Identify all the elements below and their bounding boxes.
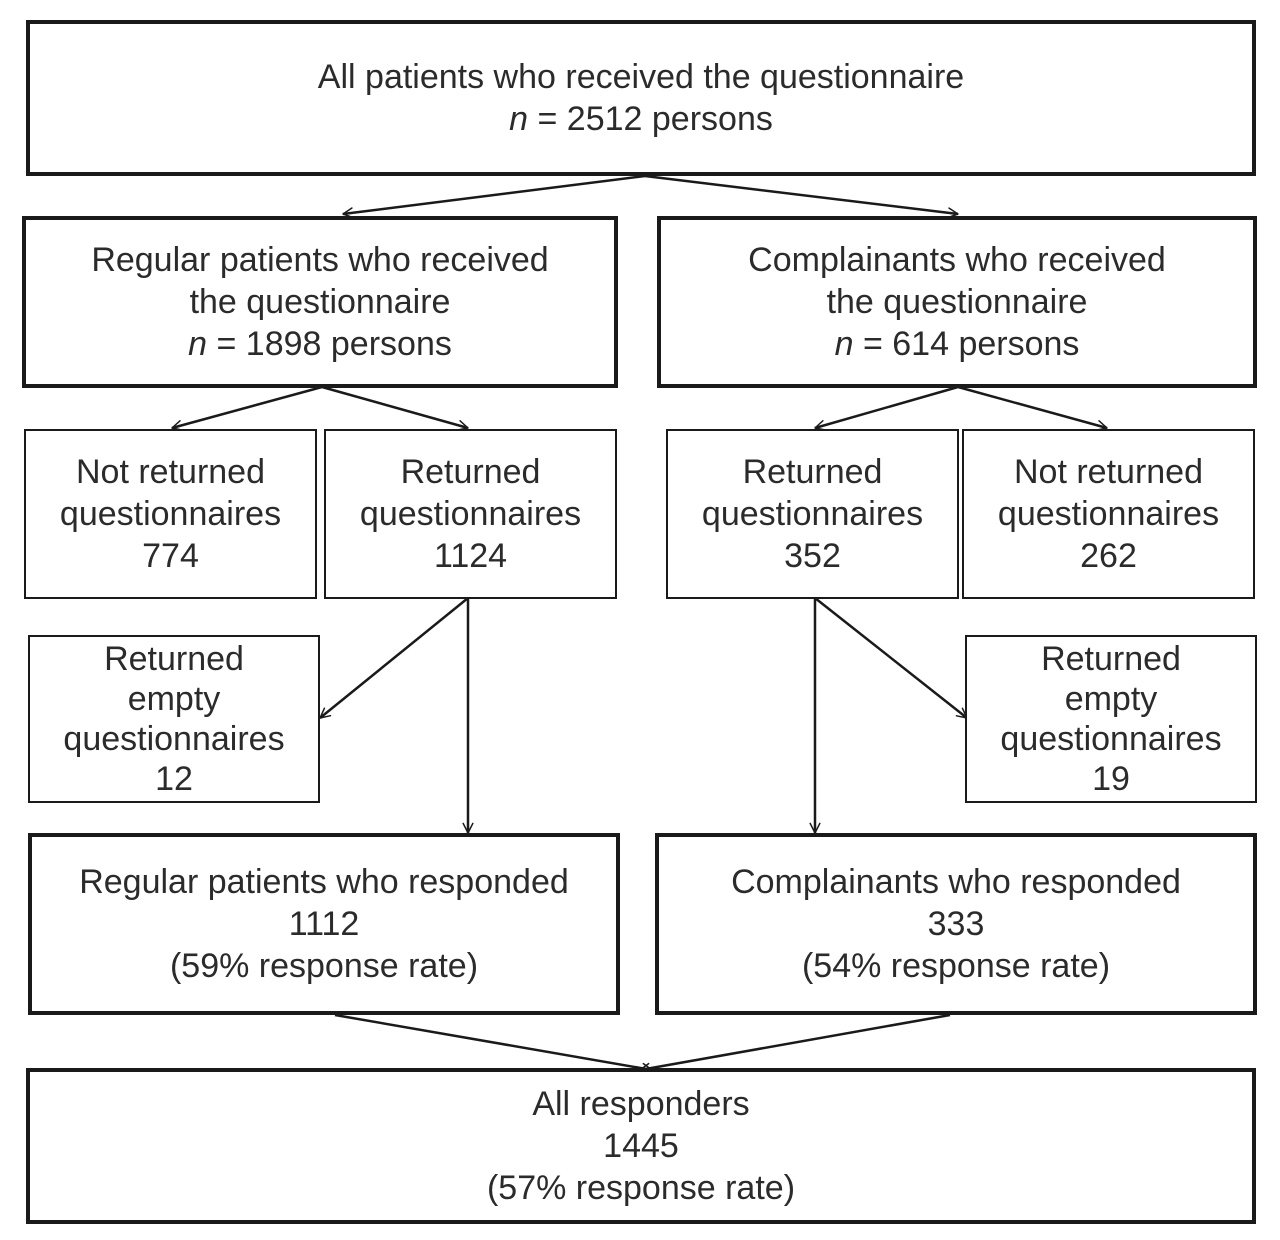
all-responders-box: All responders 1445 (57% response rate): [26, 1068, 1256, 1224]
arrow-complainants-to-returned: [814, 385, 959, 431]
complainants-empty-label-3: questionnaires: [1000, 720, 1222, 758]
complainants-responded-rate: (54% response rate): [801, 947, 1111, 985]
complainants-empty-box: Returned empty questionnaires 19: [965, 635, 1257, 803]
all-patients-box: All patients who received the questionna…: [26, 20, 1256, 176]
all-patients-count: n = 2512 persons: [509, 100, 773, 138]
all-responders-rate: (57% response rate): [486, 1169, 796, 1207]
complainants-returned-value: 352: [784, 537, 841, 575]
regular-patients-count: n = 1898 persons: [188, 325, 452, 363]
regular-not-returned-value: 774: [142, 537, 199, 575]
regular-patients-box: Regular patients who received the questi…: [22, 216, 618, 388]
complainants-empty-value: 19: [1092, 760, 1130, 798]
complainants-responded-box: Complainants who responded 333 (54% resp…: [655, 833, 1257, 1015]
complainants-returned-box: Returned questionnaires 352: [666, 429, 959, 599]
arrow-complainants-to-not-returned: [957, 385, 1108, 431]
arrow-top-to-complainants: [644, 174, 959, 219]
regular-not-returned-label-1: Not returned: [76, 453, 265, 491]
complainants-empty-label-1: Returned: [1041, 640, 1181, 678]
regular-responded-value: 1112: [288, 905, 360, 943]
complainants-responded-value: 333: [927, 905, 985, 943]
arrow-reg-returned-to-empty: [319, 597, 469, 719]
regular-returned-box: Returned questionnaires 1124: [324, 429, 617, 599]
complainants-returned-label-1: Returned: [742, 453, 883, 491]
regular-empty-label-1: Returned: [104, 640, 244, 678]
regular-responded-box: Regular patients who responded 1112 (59%…: [28, 833, 620, 1015]
all-responders-label: All responders: [532, 1085, 750, 1123]
arrow-regular-to-not-returned: [171, 385, 323, 431]
regular-empty-box: Returned empty questionnaires 12: [28, 635, 320, 803]
complainants-box: Complainants who received the questionna…: [657, 216, 1257, 388]
regular-empty-value: 12: [155, 760, 193, 798]
arrow-comp-responded-to-all: [639, 1013, 951, 1074]
regular-patients-label-1: Regular patients who received: [91, 241, 549, 279]
complainants-not-returned-label-1: Not returned: [1014, 453, 1203, 491]
arrow-comp-returned-to-empty: [814, 597, 968, 719]
regular-returned-value: 1124: [433, 537, 508, 575]
complainants-returned-label-2: questionnaires: [701, 495, 924, 533]
all-patients-label: All patients who received the questionna…: [317, 58, 965, 96]
complainants-count: n = 614 persons: [834, 325, 1080, 363]
regular-responded-rate: (59% response rate): [169, 947, 479, 985]
arrow-reg-responded-to-all: [334, 1013, 653, 1074]
complainants-not-returned-label-2: questionnaires: [997, 495, 1220, 533]
complainants-label-2: the questionnaire: [826, 283, 1088, 321]
regular-responded-label: Regular patients who responded: [79, 863, 569, 901]
complainants-not-returned-value: 262: [1080, 537, 1137, 575]
regular-not-returned-box: Not returned questionnaires 774: [24, 429, 317, 599]
complainants-not-returned-box: Not returned questionnaires 262: [962, 429, 1255, 599]
arrow-regular-to-returned: [321, 385, 469, 431]
all-responders-value: 1445: [603, 1127, 679, 1165]
complainants-label-1: Complainants who received: [748, 241, 1166, 279]
arrow-top-to-regular: [342, 174, 646, 219]
complainants-responded-label: Complainants who responded: [731, 863, 1181, 901]
regular-empty-label-3: questionnaires: [63, 720, 285, 758]
complainants-empty-label-2: empty: [1064, 680, 1158, 718]
regular-patients-label-2: the questionnaire: [189, 283, 451, 321]
regular-returned-label-1: Returned: [400, 453, 541, 491]
regular-returned-label-2: questionnaires: [359, 495, 582, 533]
regular-empty-label-2: empty: [127, 680, 221, 718]
regular-not-returned-label-2: questionnaires: [59, 495, 282, 533]
